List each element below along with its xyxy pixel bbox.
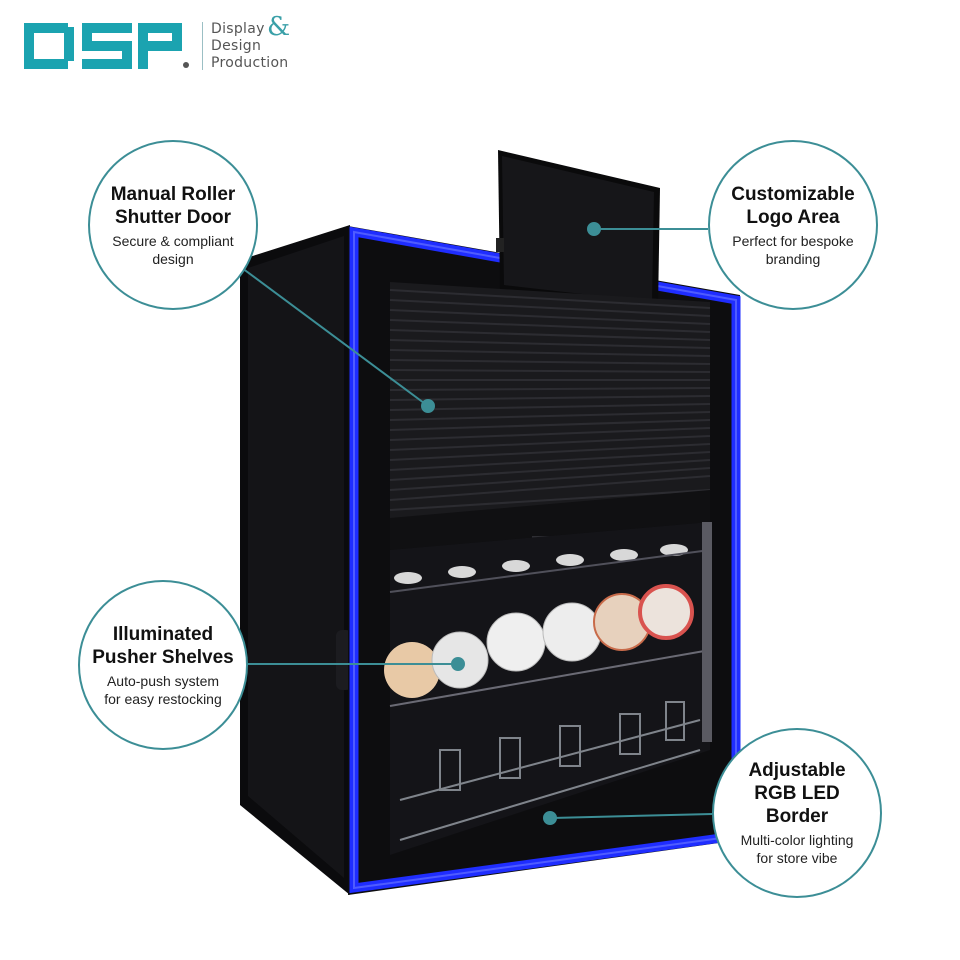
cabinet-illustration xyxy=(240,150,741,895)
roller-shutter xyxy=(389,282,711,550)
callout-title: Customizable Logo Area xyxy=(731,183,855,229)
pusher-shelf-products xyxy=(384,584,694,698)
callout-roller-shutter: Manual Roller Shutter Door Secure & comp… xyxy=(88,140,258,310)
callout-title: Illuminated Pusher Shelves xyxy=(92,623,234,669)
desc-line: branding xyxy=(765,250,821,267)
shutter-rail xyxy=(702,522,712,742)
desc-line: Multi-color lighting xyxy=(740,832,854,848)
brand-line-display: Display xyxy=(211,20,265,37)
desc-line: Perfect for bespoke xyxy=(732,232,854,249)
callout-led-border: Adjustable RGB LED Border Multi-color li… xyxy=(712,728,882,898)
logo-tablet xyxy=(496,150,660,308)
title-line: Customizable xyxy=(731,183,855,205)
desc-line: for store vibe xyxy=(756,850,838,866)
callout-pusher-shelves: Illuminated Pusher Shelves Auto-push sys… xyxy=(78,580,248,750)
title-line: Adjustable xyxy=(748,760,846,781)
desc-line: design xyxy=(152,250,194,267)
title-line: Shutter Door xyxy=(114,206,232,228)
logo-divider xyxy=(202,22,203,70)
callout-description: Multi-color lighting for store vibe xyxy=(741,831,854,867)
callout-description: Secure & compliant design xyxy=(112,232,233,268)
callout-title: Manual Roller Shutter Door xyxy=(111,183,236,229)
title-line: Logo Area xyxy=(746,206,840,228)
desc-line: Secure & compliant xyxy=(112,232,234,249)
bottom-pusher-rails xyxy=(399,701,701,841)
brand-line-design: Design xyxy=(211,37,262,54)
callout-description: Auto-push system for easy restocking xyxy=(104,672,222,708)
callout-description: Perfect for bespoke branding xyxy=(732,232,853,268)
brand-name: Display Design & Production xyxy=(211,11,291,72)
brand-line-production: Production xyxy=(211,54,289,71)
desc-line: for easy restocking xyxy=(104,690,222,707)
desc-line: Auto-push system xyxy=(106,672,220,689)
title-line: Illuminated xyxy=(112,623,214,645)
ampersand-glyph: & xyxy=(267,11,291,42)
title-line: RGB LED Border xyxy=(754,783,840,827)
pusher-shelf-rail xyxy=(389,649,711,707)
callout-title: Adjustable RGB LED Border xyxy=(724,759,870,828)
top-shelf xyxy=(394,544,688,584)
callout-logo-area: Customizable Logo Area Perfect for bespo… xyxy=(708,140,878,310)
dsp-logo-mark xyxy=(24,23,189,69)
brand-logo: Display Design & Production xyxy=(24,11,291,74)
title-line: Pusher Shelves xyxy=(92,646,234,668)
title-line: Manual Roller xyxy=(110,183,236,205)
